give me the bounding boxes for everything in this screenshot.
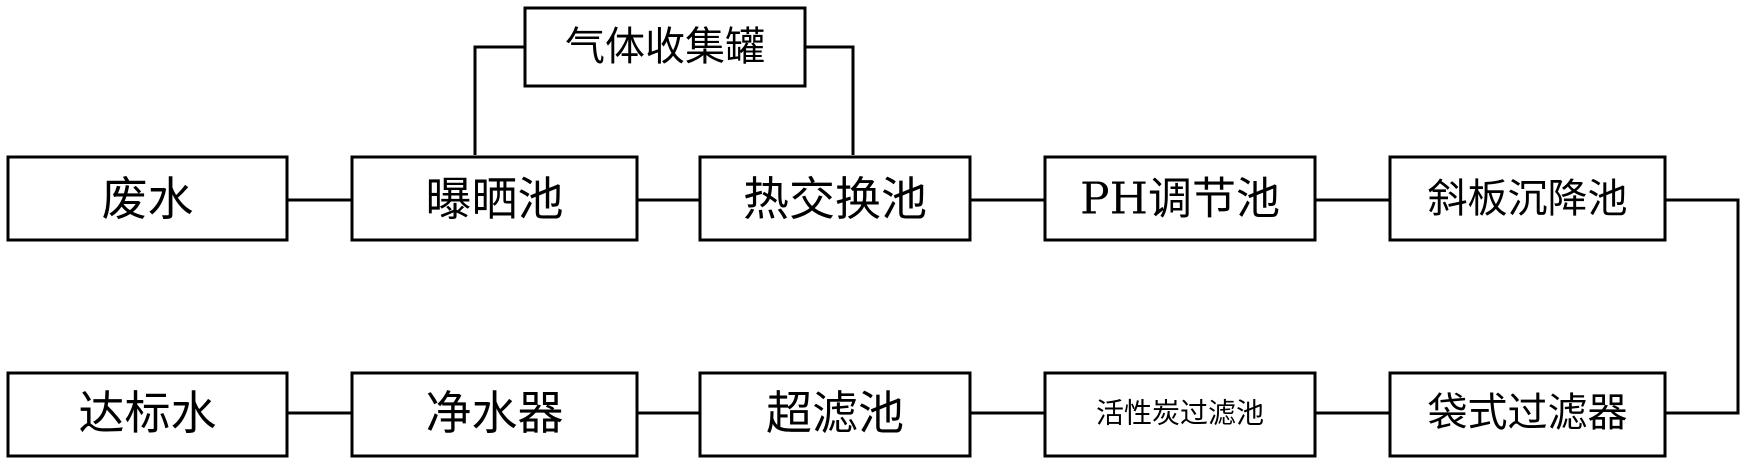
box-carbon-filter-label: 活性炭过滤池 [1096, 397, 1264, 430]
box-inclined-settle-label: 斜板沉降池 [1428, 176, 1628, 222]
box-wastewater: 废水 [6, 155, 289, 242]
box-sun-pool-label: 曝晒池 [426, 172, 564, 226]
box-compliant-water: 达标水 [6, 371, 289, 458]
box-ultrafilter-label: 超滤池 [766, 386, 904, 440]
box-purifier: 净水器 [350, 371, 639, 458]
box-bag-filter: 袋式过滤器 [1388, 371, 1667, 458]
connector-inclined-settle-bag-filter [1665, 198, 1740, 415]
box-purifier-label: 净水器 [426, 386, 564, 440]
box-gas-tank-label: 气体收集罐 [565, 24, 765, 70]
box-heat-exchange: 热交换池 [698, 155, 972, 242]
box-ph-adjust: PH调节池 [1043, 155, 1317, 242]
connector-gas-tank-heat-exchange [805, 45, 855, 155]
box-gas-tank: 气体收集罐 [523, 6, 807, 88]
box-wastewater-label: 废水 [102, 172, 194, 226]
box-ultrafilter: 超滤池 [698, 371, 972, 458]
connectors [287, 45, 1740, 415]
box-heat-exchange-label: 热交换池 [743, 172, 927, 226]
box-carbon-filter: 活性炭过滤池 [1043, 371, 1317, 458]
box-bag-filter-label: 袋式过滤器 [1428, 390, 1628, 436]
box-compliant-water-label: 达标水 [79, 386, 217, 440]
box-inclined-settle: 斜板沉降池 [1388, 155, 1667, 242]
box-ph-adjust-label: PH调节池 [1080, 174, 1280, 225]
box-sun-pool: 曝晒池 [350, 155, 639, 242]
connector-sun-pool-gas-tank [473, 45, 525, 155]
